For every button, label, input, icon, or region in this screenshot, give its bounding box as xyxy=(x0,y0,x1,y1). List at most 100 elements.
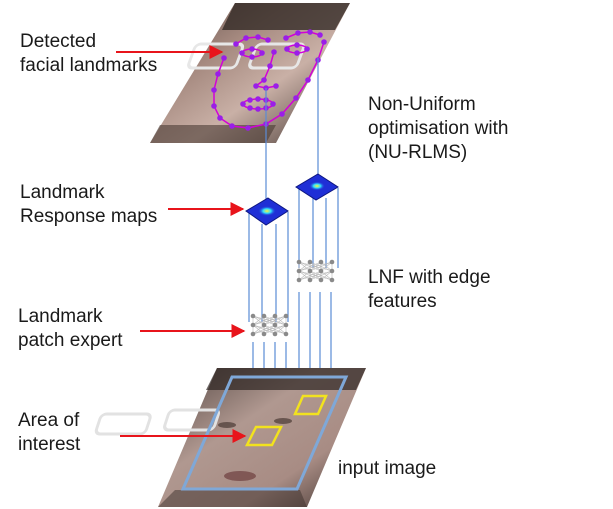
landmark-point xyxy=(294,42,300,48)
label-area-of-interest: Area of interest xyxy=(18,410,81,455)
response-map-right xyxy=(295,173,339,201)
landmark-point xyxy=(294,50,300,56)
network-node xyxy=(329,259,335,265)
landmark-point xyxy=(253,83,259,89)
network-node xyxy=(283,313,289,319)
network-edge xyxy=(309,261,333,272)
landmark-point xyxy=(247,105,253,111)
annotation-arrows xyxy=(116,45,247,443)
landmark-point xyxy=(211,87,217,93)
network-edge xyxy=(298,270,322,281)
landmark-point xyxy=(249,54,255,60)
network-node xyxy=(283,322,289,328)
network-edge xyxy=(298,261,322,272)
network-edge xyxy=(298,261,311,272)
network-node xyxy=(261,331,267,337)
landmark-point xyxy=(271,49,277,55)
region-of-interest-box xyxy=(180,375,349,491)
landmark-point xyxy=(317,32,323,38)
landmark-point xyxy=(243,35,249,41)
patch-expert-network-left xyxy=(250,313,289,337)
landmark-point xyxy=(321,39,327,45)
label-detected-landmarks: Detected facial landmarks xyxy=(20,31,158,76)
landmarks-face-image xyxy=(150,3,350,143)
landmark-point xyxy=(247,97,253,103)
network-node xyxy=(261,322,267,328)
network-node xyxy=(250,313,256,319)
network-edge xyxy=(252,315,265,326)
network-edge xyxy=(274,315,287,326)
network-edge xyxy=(320,270,333,281)
landmark-point xyxy=(233,41,239,47)
landmark-point xyxy=(279,111,285,117)
network-node xyxy=(250,322,256,328)
landmark-point xyxy=(295,30,301,36)
network-node xyxy=(250,331,256,337)
network-edge xyxy=(263,315,287,326)
network-edge xyxy=(252,315,287,326)
landmark-point xyxy=(255,96,261,102)
network-edge xyxy=(252,324,265,335)
landmark-point xyxy=(255,34,261,40)
network-node xyxy=(318,268,324,274)
landmark-point xyxy=(270,101,276,107)
landmark-point xyxy=(211,103,217,109)
label-response-maps: Landmark Response maps xyxy=(20,182,158,227)
landmark-point xyxy=(305,77,311,83)
network-edge xyxy=(252,315,276,326)
patch-box-right xyxy=(293,394,328,416)
network-node xyxy=(307,268,313,274)
network-node xyxy=(283,331,289,337)
landmark-point xyxy=(249,46,255,52)
network-edge xyxy=(298,261,333,272)
landmark-point xyxy=(307,29,313,35)
network-edge xyxy=(252,324,287,335)
landmark-point xyxy=(255,106,261,112)
network-edge xyxy=(263,324,287,335)
landmark-point xyxy=(267,63,273,69)
network-node xyxy=(318,259,324,265)
network-node xyxy=(261,313,267,319)
network-node xyxy=(272,322,278,328)
landmark-point xyxy=(293,95,299,101)
network-edge xyxy=(309,270,333,281)
landmark-point xyxy=(215,71,221,77)
network-edge xyxy=(320,261,333,272)
network-edge xyxy=(274,324,287,335)
network-node xyxy=(307,259,313,265)
landmark-point xyxy=(245,125,251,131)
landmark-point xyxy=(284,46,290,52)
network-node xyxy=(296,259,302,265)
facial-landmark-points xyxy=(211,29,327,131)
input-face-image xyxy=(94,368,366,507)
network-edge xyxy=(298,270,333,281)
label-patch-expert: Landmark patch expert xyxy=(18,306,123,351)
network-edge xyxy=(298,270,311,281)
patch-expert-network-right xyxy=(296,259,335,283)
landmark-point xyxy=(217,115,223,121)
network-edge xyxy=(252,324,276,335)
landmark-point xyxy=(265,37,271,43)
landmark-point xyxy=(221,55,227,61)
network-node xyxy=(272,313,278,319)
landmark-point xyxy=(304,46,310,52)
label-input-image: input image xyxy=(338,458,437,479)
patch-box-left xyxy=(244,425,284,447)
network-node xyxy=(329,268,335,274)
network-node xyxy=(329,277,335,283)
label-optimisation: Non-Uniform optimisation with (NU-RLMS) xyxy=(368,94,509,163)
network-node xyxy=(296,277,302,283)
landmark-point xyxy=(259,50,265,56)
network-node xyxy=(296,268,302,274)
network-node xyxy=(307,277,313,283)
landmark-point xyxy=(239,50,245,56)
landmark-point xyxy=(229,123,235,129)
landmark-point xyxy=(261,77,267,83)
landmark-point xyxy=(273,83,279,89)
label-lnf-edge-features: LNF with edge features xyxy=(368,267,491,312)
network-node xyxy=(272,331,278,337)
response-map-left xyxy=(245,197,289,226)
network-node xyxy=(318,277,324,283)
